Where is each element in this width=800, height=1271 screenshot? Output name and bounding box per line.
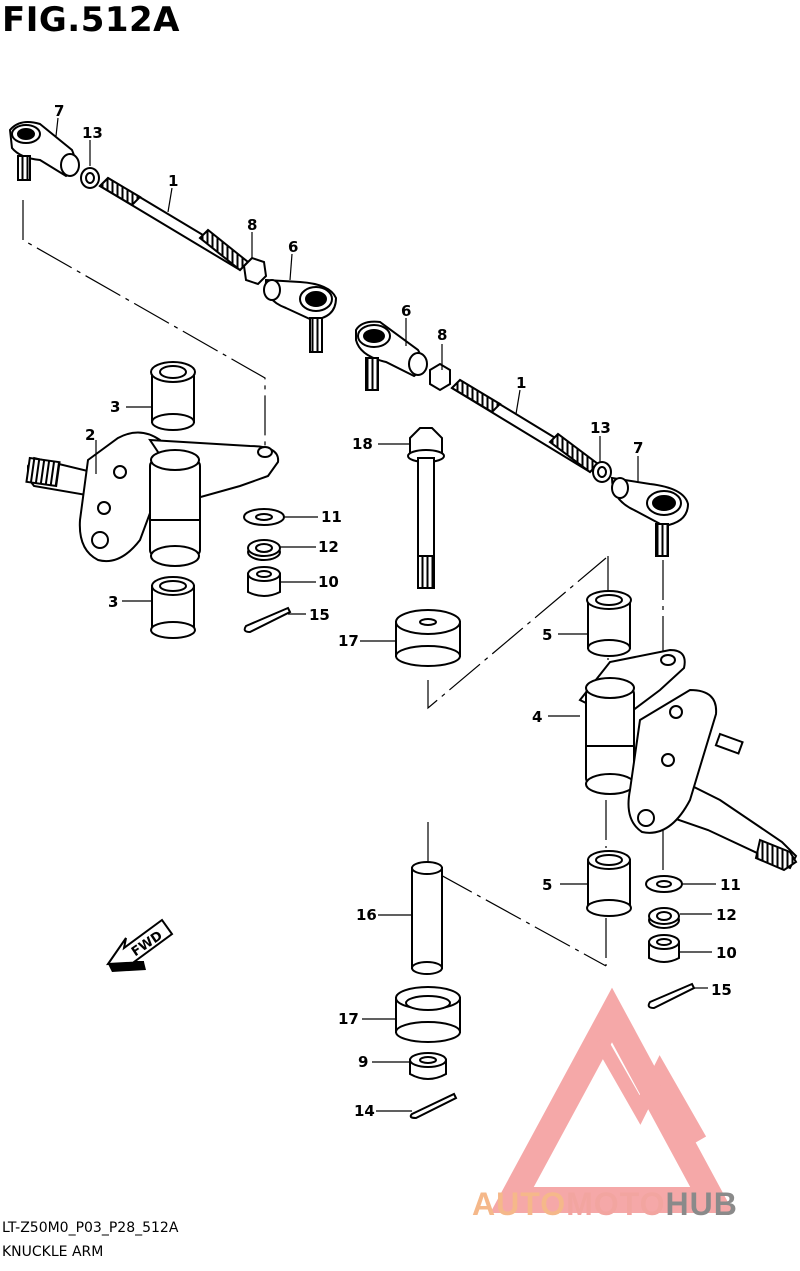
watermark-text: AUTOMOTOHUB <box>472 1186 738 1223</box>
align-line-center-upper <box>427 557 607 710</box>
watermark-text-auto: AUTO <box>472 1186 567 1222</box>
bushing-right-lower-5 <box>586 850 632 917</box>
callout-12-right: 12 <box>716 906 737 924</box>
callout-11-left: 11 <box>321 508 342 526</box>
forward-direction-arrow-icon: FWD <box>106 918 174 972</box>
tie-rod-right-1 <box>450 378 600 474</box>
tie-rod-left-1 <box>98 176 250 272</box>
tie-rod-end-right-6 <box>355 320 428 391</box>
callout-1-right: 1 <box>516 374 526 392</box>
cotter-pin-left-15 <box>243 606 292 634</box>
castle-nut-left-10 <box>247 566 281 597</box>
callout-15-right: 15 <box>711 981 732 999</box>
align-line-left <box>22 200 266 470</box>
spacer-left-12 <box>247 539 281 561</box>
callout-1-left: 1 <box>168 172 178 190</box>
align-line-center-lower <box>427 822 607 967</box>
callout-5-upper-right: 5 <box>542 626 552 644</box>
callout-12-left: 12 <box>318 538 339 556</box>
watermark-logo-icon <box>490 987 734 1213</box>
callout-17-upper: 17 <box>338 632 359 650</box>
callout-numbers: 7 13 1 8 6 3 2 11 12 10 3 15 18 17 16 17… <box>54 102 741 1120</box>
knuckle-arm-right-4 <box>578 648 798 872</box>
bolt-18 <box>407 427 445 589</box>
tie-rod-end-left-6 <box>263 278 338 353</box>
callout-14: 14 <box>354 1102 375 1120</box>
callout-15-left: 15 <box>309 606 330 624</box>
nut-right-8 <box>429 362 451 392</box>
bushing-left-lower-3 <box>150 576 196 639</box>
callout-7-right: 7 <box>633 439 643 457</box>
alignment-lines <box>22 200 664 967</box>
callout-11-right: 11 <box>720 876 741 894</box>
callout-6-right: 6 <box>401 302 411 320</box>
leader-lines <box>55 117 716 1112</box>
callout-2-left: 2 <box>85 426 95 444</box>
dust-seal-upper-17 <box>395 609 461 667</box>
dust-seal-lower-17 <box>395 986 461 1043</box>
tie-rod-end-left-7 <box>8 121 80 181</box>
callout-8-right: 8 <box>437 326 447 344</box>
callout-18: 18 <box>352 435 373 453</box>
callout-3-upper-left: 3 <box>110 398 120 416</box>
callout-4-right: 4 <box>532 708 542 726</box>
callout-16: 16 <box>356 906 377 924</box>
washer-left-11 <box>243 508 285 526</box>
pipe-16 <box>411 861 443 975</box>
figure-title: FIG.512A <box>2 0 180 40</box>
figure-subtitle: KNUCKLE ARM <box>2 1244 104 1260</box>
callout-13-left: 13 <box>82 124 103 142</box>
callout-6-left: 6 <box>288 238 298 256</box>
watermark-text-hub: HUB <box>665 1186 738 1222</box>
nut-left-8 <box>242 256 268 286</box>
callout-5-lower-right: 5 <box>542 876 552 894</box>
watermark-text-moto: MOTO <box>566 1186 666 1222</box>
callout-8-left: 8 <box>247 216 257 234</box>
knuckle-arm-left-2 <box>25 431 280 567</box>
right-tie-rod-assembly <box>355 320 690 557</box>
figure-code: LT-Z50M0_P03_P28_512A <box>2 1220 179 1236</box>
callout-17-lower: 17 <box>338 1010 359 1028</box>
spacer-right-12 <box>648 907 680 929</box>
tie-rod-end-right-7 <box>610 476 690 557</box>
callout-9: 9 <box>358 1053 368 1071</box>
callout-13-right: 13 <box>590 419 611 437</box>
washer-right-11 <box>645 875 683 893</box>
bushing-left-upper-3 <box>150 361 196 431</box>
callout-3-lower-left: 3 <box>108 593 118 611</box>
callout-10-right: 10 <box>716 944 737 962</box>
bushing-right-upper-5 <box>586 590 632 657</box>
callout-10-left: 10 <box>318 573 339 591</box>
cotter-pin-14 <box>409 1092 458 1120</box>
castle-nut-9 <box>409 1052 447 1080</box>
callout-7-left: 7 <box>54 102 64 120</box>
cotter-pin-right-15 <box>647 982 696 1010</box>
left-tie-rod-assembly <box>8 121 338 353</box>
castle-nut-right-10 <box>648 934 680 963</box>
